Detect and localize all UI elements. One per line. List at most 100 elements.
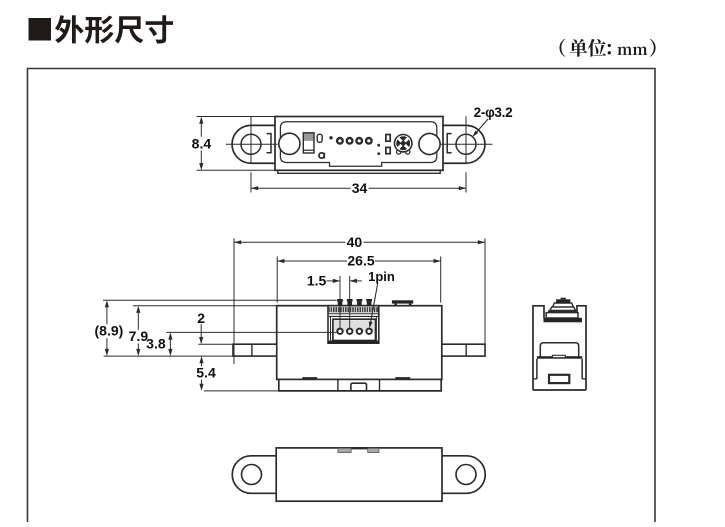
arrowhead [472,130,479,137]
dim-label: (8.9) [95,322,124,338]
drawing-shape [366,301,372,306]
waist-notch [551,354,566,359]
arrowhead [136,305,141,313]
arrowhead [458,186,466,191]
dim-label: 3.8 [146,336,166,352]
arrowhead [234,240,242,245]
slot-bottom-bar [543,317,582,323]
body-outline [275,447,443,503]
drawing-shape [399,139,407,147]
dim-label: 1.5 [307,272,327,288]
unit-glyph [632,46,648,55]
socket-hole [346,327,354,335]
front-view: 40 26.5 1.5 1pin (8.9) 7.9 3.8 2 5.4 [95,234,486,392]
arrowhead [251,186,259,191]
mount-tab-right [440,343,486,357]
arrowhead [368,321,373,329]
connector-top [551,302,575,308]
socket-hole [336,327,344,335]
mount-hole-left [240,463,263,486]
tab-crimp-right [446,132,452,154]
mold-mark [367,447,380,453]
dim-label: 2 [197,310,205,326]
lens-window [539,341,580,358]
page-title-glyphs [28,15,173,44]
arrowhead [277,258,285,264]
lid-seam [279,121,438,167]
title-square-icon [28,18,51,41]
drawing-shape [408,303,412,306]
component-outline [302,132,315,154]
drawing-shape [559,38,566,57]
drawing-shape [145,15,173,44]
pcb-dot [377,152,381,156]
arrowhead [332,278,340,283]
socket-hole [355,327,364,335]
connector-pin [346,299,353,306]
lens-left [277,132,301,156]
dim-label: 7.9 [129,328,149,344]
mount-tab-right [442,454,487,495]
chip-bump [391,300,414,306]
component-shade [303,132,314,141]
bottom-view [231,447,487,503]
bottom-slot [350,382,368,391]
arrowhead [104,300,109,308]
dim-label: 26.5 [347,253,374,269]
unit-glyph [649,38,656,57]
drawing-shape [114,16,144,44]
connector-pin [356,299,363,306]
arrowhead [477,240,485,245]
title-glyph [114,16,144,44]
connector-hatch-band [328,307,378,313]
title-glyph [145,15,173,44]
leader-line [369,282,379,327]
unit-glyph [617,46,632,55]
unit-note-glyphs [559,38,656,57]
arrowhead [168,348,173,357]
solder-eyelet [335,136,344,145]
title-glyph [84,15,114,44]
drawing-shape [328,307,378,313]
solder-eyelet [364,136,373,145]
solder-eyelet [345,136,354,145]
title-glyph [54,15,84,44]
dim-label: 5.4 [196,364,216,380]
drawing-shape [357,301,362,306]
solder-eyelet [355,136,364,145]
socket-hole [365,327,373,335]
top-view: 8.4 34 2-φ3.2 [192,105,513,196]
drawing-shape [84,15,114,44]
drawing-shape [394,303,397,306]
mount-tab-left [232,343,278,357]
pcb-pad [385,146,392,155]
bottom-slot [547,373,571,385]
connector-flange [545,311,579,319]
arrowhead [199,337,204,345]
side-view [532,297,587,391]
drawing-shape [587,38,607,57]
dim-label: 8.4 [192,135,212,151]
unit-glyph [559,38,566,57]
arrowhead [168,332,173,340]
pcb-dot [329,136,333,140]
drawing-shape [632,46,648,55]
bottom-box [277,379,443,392]
dim-label: 34 [352,180,368,196]
lens-right [418,132,441,156]
drawing-shape [649,38,656,57]
arrowhead [199,163,204,171]
mount-hole-right [455,463,477,486]
body-bottom-rim [277,170,441,174]
drawing-shape [337,301,343,306]
connector-cap [556,299,571,303]
connector-pin [366,299,372,306]
drawing-shape [569,38,588,57]
connector-hatch [548,310,577,313]
unit-glyph [607,43,611,55]
arrowhead [199,356,204,364]
connector-bottom-bar [328,340,379,344]
drawing-shape [54,15,84,44]
arrowhead [349,278,357,283]
